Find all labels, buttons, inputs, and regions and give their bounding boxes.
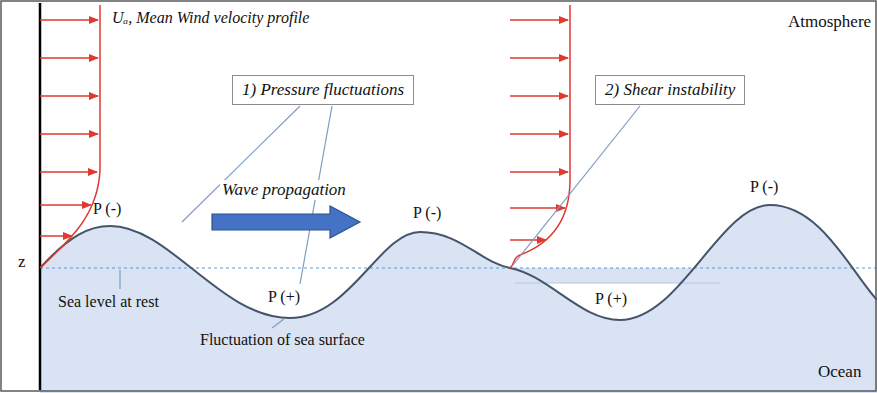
callout-text: 1) Pressure fluctuations [242,80,404,100]
pressure-label: P (-) [750,177,778,196]
arrow-label: Wave propagation [220,180,348,200]
pressure-label: P (-) [93,199,121,218]
region-label: Atmosphere [788,12,871,32]
pressure-label: P (+) [595,289,627,308]
z-axis [39,3,42,390]
callout-box: 1) Pressure fluctuations [232,75,414,105]
annotation-label: Sea level at rest [58,292,159,311]
pressure-label: P (-) [413,203,441,222]
profile-label: Uₐ, Mean Wind velocity profile [112,8,309,27]
annotation-label: Fluctuation of sea surface [200,330,365,349]
propagation-arrow [212,206,360,238]
callout-box: 2) Shear instability [595,75,745,105]
axis-label: z [18,252,26,272]
wind-profile [40,5,100,268]
leader-line [120,106,640,328]
sea-level-line [40,267,877,268]
sea-surface [40,205,877,320]
pressure-label: P (+) [268,287,300,306]
wind-profile [510,5,570,268]
callout-text: 2) Shear instability [605,80,735,100]
region-label: Ocean [818,362,861,382]
ocean-fill [40,205,877,393]
ocean-fill [515,268,720,283]
